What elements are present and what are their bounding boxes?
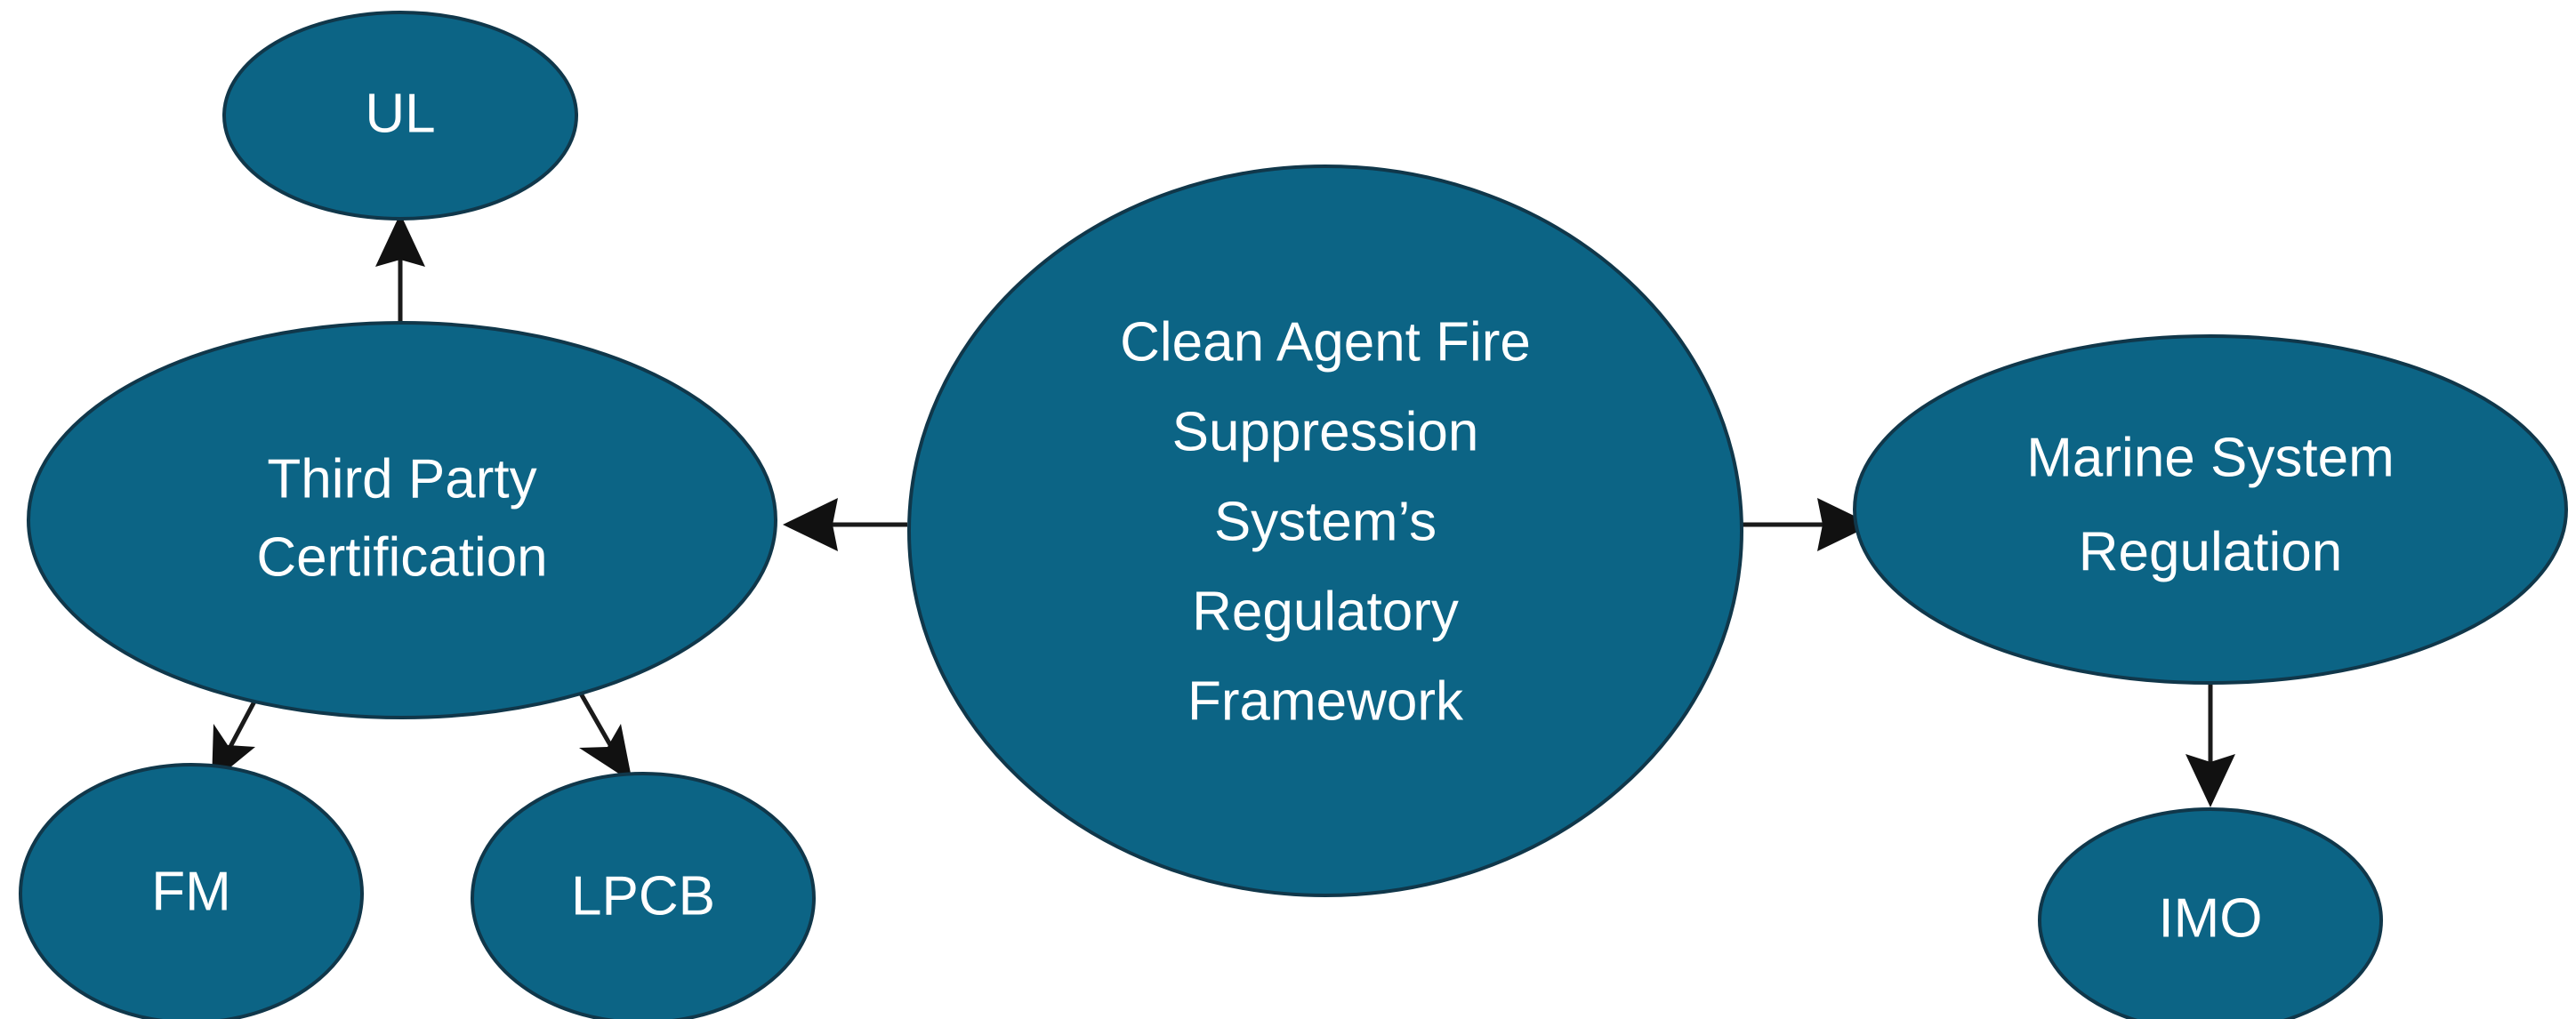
node-layer: UL Third Party Certification FM LPCB [19, 11, 2568, 1019]
node-clean-agent-framework-label-line3: System’s [1214, 491, 1437, 552]
edge-marine-to-imo [2186, 683, 2235, 807]
node-ul-shape[interactable] [222, 11, 578, 221]
edge-marine-to-imo-arrowhead [2186, 754, 2235, 807]
node-third-party-certification-shape[interactable] [27, 321, 777, 719]
edge-center-to-third-party-arrowhead [783, 498, 838, 551]
edge-third-party-to-ul [375, 213, 425, 327]
edge-center-to-third-party [783, 498, 907, 551]
node-third-party-certification[interactable]: Third Party Certification [27, 321, 777, 719]
node-ul[interactable]: UL [222, 11, 578, 221]
node-marine-system-regulation[interactable]: Marine System Regulation [1853, 334, 2568, 685]
node-fm-label: FM [151, 861, 231, 922]
node-imo-label: IMO [2158, 887, 2262, 949]
edge-layer [212, 213, 2235, 807]
node-clean-agent-framework-shape[interactable] [907, 164, 1743, 897]
node-clean-agent-framework-label-line5: Framework [1187, 670, 1464, 732]
node-fm[interactable]: FM [19, 763, 364, 1019]
node-clean-agent-framework-label-line1: Clean Agent Fire [1120, 311, 1531, 373]
edge-center-to-marine [1742, 498, 1872, 551]
node-marine-system-regulation-shape[interactable] [1853, 334, 2568, 685]
edge-center-to-marine-arrowhead [1817, 498, 1872, 551]
node-marine-system-regulation-label-line2: Regulation [2079, 521, 2342, 582]
node-marine-system-regulation-label-line1: Marine System [2026, 427, 2394, 488]
node-imo-shape[interactable] [2038, 807, 2383, 1019]
node-lpcb-shape[interactable] [471, 772, 816, 1019]
node-lpcb-label: LPCB [571, 865, 715, 927]
node-third-party-certification-label-line2: Certification [256, 526, 547, 588]
node-clean-agent-framework-label-line2: Suppression [1172, 401, 1479, 462]
node-third-party-certification-label-line1: Third Party [267, 448, 536, 509]
edge-third-party-to-lpcb-arrowhead [579, 724, 632, 782]
node-ul-label: UL [365, 83, 435, 144]
node-clean-agent-framework-label-line4: Regulatory [1192, 581, 1459, 642]
node-imo[interactable]: IMO [2038, 807, 2383, 1019]
edge-third-party-to-ul-arrowhead [375, 213, 425, 267]
node-lpcb[interactable]: LPCB [471, 772, 816, 1019]
node-fm-shape[interactable] [19, 763, 364, 1019]
node-clean-agent-framework[interactable]: Clean Agent Fire Suppression System’s Re… [907, 164, 1743, 897]
